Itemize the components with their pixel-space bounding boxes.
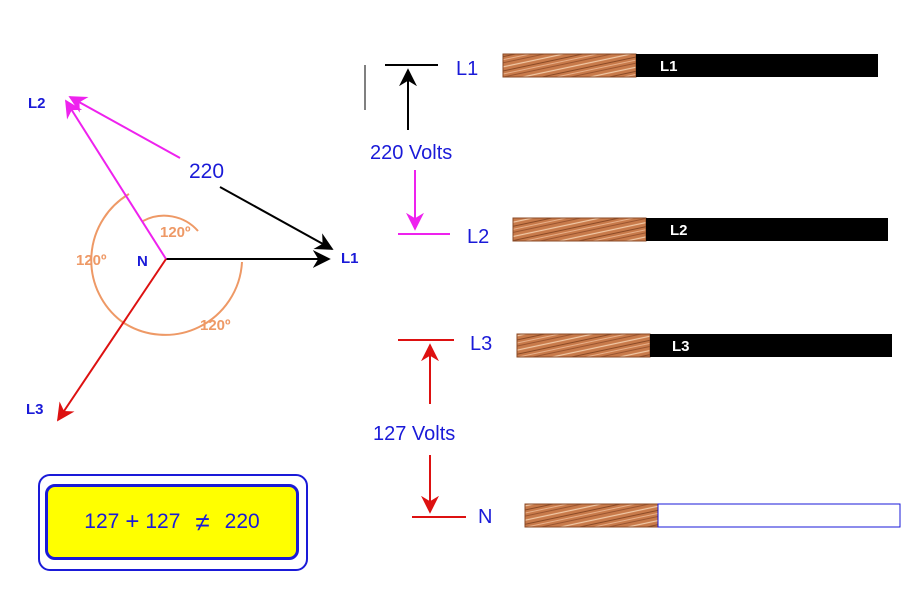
phasor-label-l3: L3 xyxy=(26,401,44,418)
angle-label-l2-l3: 120º xyxy=(76,252,107,269)
line-to-line-label: 220 Volts xyxy=(370,142,452,164)
wire-l1-jacket-label: L1 xyxy=(660,58,678,75)
wire-n: N xyxy=(478,503,901,528)
wire-l2: L2 L2 xyxy=(467,217,888,248)
wire-l2-jacket-label: L2 xyxy=(670,222,688,239)
wire-l1-copper xyxy=(502,53,637,78)
phasor-label-l1: L1 xyxy=(341,250,359,267)
phasor-label-l2: L2 xyxy=(28,95,46,112)
wire-l2-label: L2 xyxy=(467,226,489,248)
wire-l3-label: L3 xyxy=(470,333,492,355)
angle-arc-l3-l1 xyxy=(120,261,243,336)
angle-label-l3-l1: 120º xyxy=(200,317,231,334)
wire-l3-jacket xyxy=(650,334,892,357)
wire-l1-jacket xyxy=(636,54,878,77)
phasor-vector-l3 xyxy=(56,258,167,422)
angle-label-l1-l2: 120º xyxy=(160,224,191,241)
formula-box: 127 + 127 ≠ 220 xyxy=(38,474,308,571)
formula-highlight: 127 + 127 ≠ 220 xyxy=(45,484,299,560)
line-to-line-measurement: 220 Volts xyxy=(364,64,452,235)
line-voltage-arrow-to-l1 xyxy=(219,186,334,250)
wire-l1: L1 L1 xyxy=(456,53,878,80)
wire-l2-copper xyxy=(512,217,647,242)
wire-l1-label: L1 xyxy=(456,58,478,80)
formula-term-b: 127 xyxy=(145,510,181,533)
wire-l3-copper xyxy=(516,333,651,358)
wire-n-label: N xyxy=(478,506,492,528)
wire-l2-jacket xyxy=(646,218,888,241)
phasor-label-n: N xyxy=(137,253,148,270)
wire-n-copper xyxy=(524,503,659,528)
phasor-diagram: L1 L2 L3 N 220 120º 120º 120º xyxy=(26,95,359,422)
line-to-neutral-measurement: 127 Volts xyxy=(373,339,466,518)
wire-n-jacket xyxy=(657,503,901,528)
line-to-neutral-label: 127 Volts xyxy=(373,423,455,445)
wire-l3-jacket-label: L3 xyxy=(672,338,690,355)
formula-term-c: 220 xyxy=(224,510,260,533)
formula-term-a: 127 xyxy=(84,510,120,533)
line-voltage-arrow-to-l2 xyxy=(68,96,181,159)
wire-l3: L3 L3 xyxy=(470,333,892,358)
formula-plus: + xyxy=(125,508,140,535)
angle-arc-l1-l2 xyxy=(142,214,199,232)
line-voltage-value: 220 xyxy=(189,160,224,183)
angle-arc-l2-l3 xyxy=(90,193,130,322)
phasor-vector-l2 xyxy=(65,99,167,260)
formula-not-equal: ≠ xyxy=(195,506,210,537)
